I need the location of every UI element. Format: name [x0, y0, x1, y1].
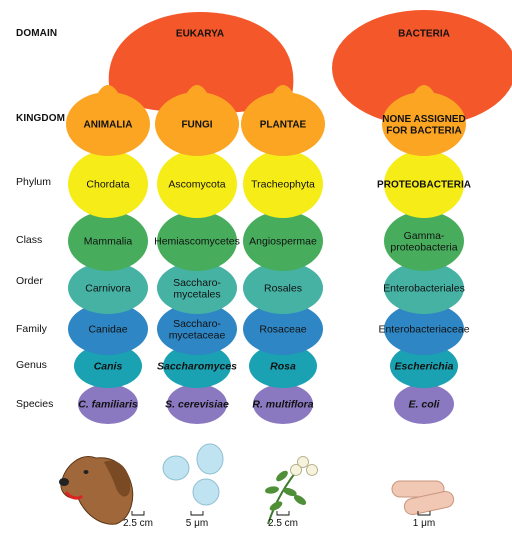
rose-flower — [291, 465, 302, 476]
taxon-genus: Saccharomyces — [157, 361, 237, 373]
rank-label-phylum: Phylum — [16, 176, 51, 188]
rod-bacteria-icon — [392, 481, 455, 516]
rank-label-family: Family — [16, 323, 47, 335]
taxon-genus: Escherichia — [395, 361, 454, 373]
taxon-order: Saccharo-mycetales — [173, 277, 221, 301]
taxon-genus: Canis — [94, 361, 123, 373]
yeast-cell — [197, 444, 223, 474]
yeast-cell — [193, 479, 219, 505]
taxon-family: Saccharo-mycetaceae — [169, 318, 226, 342]
scale-label: 2.5 cm — [268, 518, 298, 529]
taxon-phylum: Ascomycota — [168, 179, 225, 191]
domain-name-eukarya: EUKARYA — [176, 29, 224, 40]
dog-nose — [59, 478, 69, 486]
taxon-species: C. familiaris — [78, 399, 138, 411]
domain-name-bacteria: BACTERIA — [398, 29, 450, 40]
rank-label-order: Order — [16, 275, 43, 287]
rose-leaf — [268, 499, 284, 512]
taxon-family: Rosaceae — [259, 324, 306, 336]
taxon-kingdom: FUNGI — [181, 120, 212, 131]
taxon-class: Mammalia — [84, 236, 133, 248]
taxon-family: Enterobacteriaceae — [378, 324, 469, 336]
rank-label-class: Class — [16, 234, 42, 246]
taxon-order: Enterobacteriales — [383, 283, 465, 295]
yeast-cell — [163, 456, 189, 480]
taxon-class: Angiospermae — [249, 236, 317, 248]
scale-label: 5 μm — [186, 518, 208, 529]
rank-label-genus: Genus — [16, 359, 47, 371]
taxon-kingdom: PLANTAE — [260, 120, 307, 131]
taxon-phylum: Tracheophyta — [251, 179, 315, 191]
taxon-genus: Rosa — [270, 361, 296, 373]
rank-label-species: Species — [16, 398, 53, 410]
taxon-phylum: PROTEOBACTERIA — [377, 180, 471, 191]
rank-label-kingdom: KINGDOM — [16, 113, 65, 124]
taxon-class: Hemiascomycetes — [154, 236, 240, 248]
scale-label: 1 μm — [413, 518, 435, 529]
rose-leaf — [274, 469, 289, 483]
scale-bar — [191, 511, 203, 515]
rose-branch-icon — [264, 457, 317, 525]
taxon-kingdom: ANIMALIA — [84, 120, 133, 131]
rank-label-domain: DOMAIN — [16, 28, 57, 39]
taxon-phylum: Chordata — [86, 179, 129, 191]
taxon-species: R. multiflora — [252, 399, 313, 411]
taxon-species: E. coli — [409, 399, 441, 411]
taxon-family: Canidae — [88, 324, 127, 336]
scale-label: 2.5 cm — [123, 518, 153, 529]
rose-flower — [307, 465, 318, 476]
taxon-order: Carnivora — [85, 283, 131, 295]
scale-bar — [277, 511, 289, 515]
taxon-species: S. cerevisiae — [165, 399, 229, 411]
dog-eye — [84, 470, 89, 474]
taxon-order: Rosales — [264, 283, 302, 295]
rose-leaf — [264, 485, 279, 494]
scale-bar — [132, 511, 144, 515]
yeast-cells-icon — [163, 444, 223, 505]
dog-head-icon — [59, 457, 133, 525]
